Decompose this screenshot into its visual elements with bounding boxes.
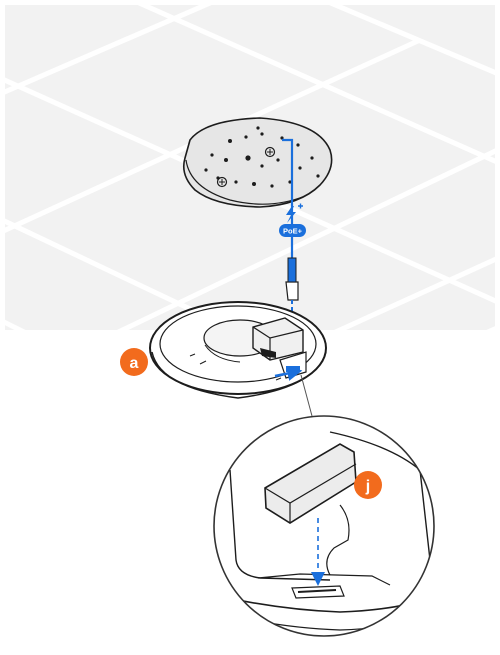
poe-badge-label: PoE+ [283,227,303,236]
access-point [149,301,327,399]
power-bolt-plus-icon [286,203,303,223]
zoom-leader-line [300,374,313,417]
callout-j: j [354,471,382,499]
ceiling-tiles [5,5,495,330]
callout-a-label: a [130,355,139,372]
callout-j-label: j [365,478,370,495]
callout-a: a [120,348,148,376]
mounting-bracket [182,117,333,208]
zoom-inset [213,415,435,637]
poe-badge: PoE+ [279,224,306,237]
